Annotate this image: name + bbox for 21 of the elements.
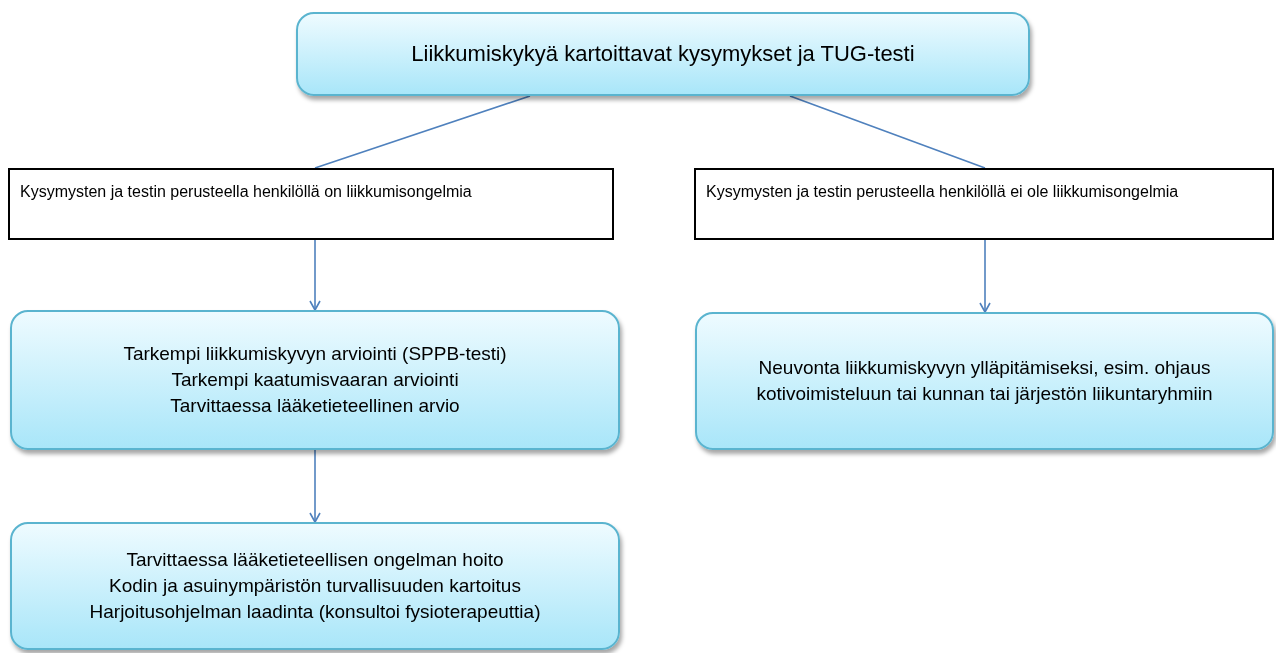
box-text: Kodin ja asuinympäristön turvallisuuden kartoitus: [109, 574, 521, 598]
box-text: Kysymysten ja testin perusteella henkilöllä ei ole liikkumisongelmia: [706, 182, 1179, 202]
condition-box: [8, 168, 614, 240]
title-box: [296, 12, 1030, 96]
box-text: Tarkempi liikkumiskyvyn arviointi (SPPB-testi): [123, 342, 507, 366]
box-text: Harjoitusohjelman laadinta (konsultoi fysioterapeuttia): [89, 600, 541, 624]
process-box: [695, 312, 1274, 450]
box-text: Neuvonta liikkumiskyvyn ylläpitämiseksi, esim. ohjaus kotivoimisteluun tai kunnan tai järjestön liikuntaryhmiin: [755, 356, 1214, 406]
box-text: Kysymysten ja testin perusteella henkilöllä on liikkumisongelmia: [20, 182, 472, 202]
arrow: [309, 239, 321, 311]
arrow: [309, 449, 321, 523]
box-text: Tarvittaessa lääketieteellisen ongelman hoito: [126, 548, 504, 572]
box-text: Tarkempi kaatumisvaaran arviointi: [171, 368, 459, 392]
connector-line: [789, 95, 986, 169]
box-text: Liikkumiskykyä kartoittavat kysymykset ja TUG-testi: [411, 41, 915, 67]
condition-box: [694, 168, 1274, 240]
connector-line: [314, 95, 531, 169]
process-box: [10, 522, 620, 650]
box-text: Tarvittaessa lääketieteellinen arvio: [170, 394, 460, 418]
arrow: [979, 239, 991, 313]
process-box: [10, 310, 620, 450]
